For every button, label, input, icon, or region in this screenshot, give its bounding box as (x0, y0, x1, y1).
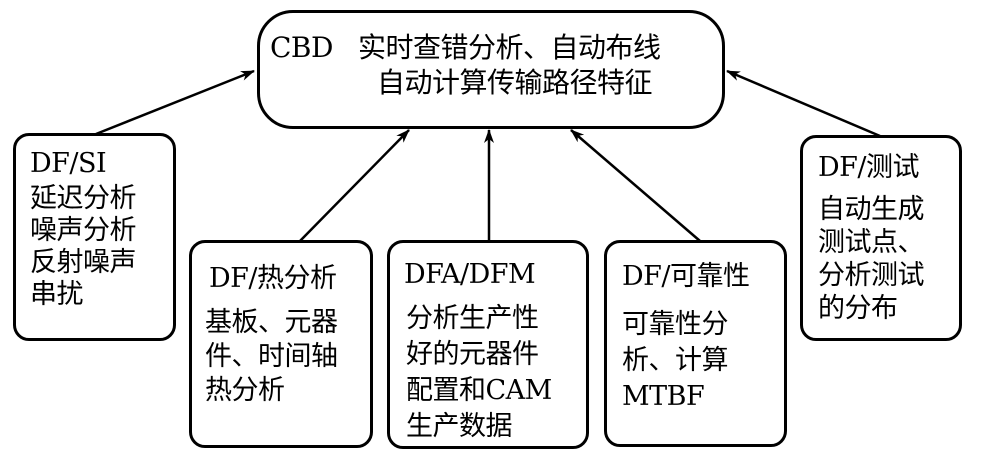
center-node-line-2: 自动计算传输路径特征 (377, 66, 653, 99)
arrow-si-to-center (95, 69, 255, 136)
node-df-si-title: DF/SI (30, 148, 107, 179)
arrow-reliability-to-center (570, 129, 701, 242)
node-df-si (13, 133, 176, 341)
arrow-thermal-to-center (299, 129, 410, 242)
node-df-thermal-line: 件、时间轴 (205, 341, 338, 372)
node-df-test-title: DF/测试 (818, 152, 919, 183)
node-df-thermal (189, 240, 373, 448)
node-df-thermal-line: 基板、元器 (205, 307, 338, 338)
node-df-reliability-title: DF/可靠性 (622, 261, 750, 292)
node-dfa-dfm-line: 好的元器件 (406, 339, 539, 370)
node-dfa-dfm-line: 配置和CAM (406, 375, 552, 406)
node-df-reliability-line: 析、计算 (622, 345, 729, 376)
node-df-si-line: 延迟分析 (30, 183, 137, 214)
node-df-si-line: 噪声分析 (30, 215, 137, 246)
node-dfa-dfm-title: DFA/DFM (404, 259, 536, 290)
node-df-test-line: 的分布 (818, 293, 898, 324)
node-df-thermal-title: DF/热分析 (209, 263, 337, 294)
node-df-test (800, 135, 962, 341)
node-df-test-line: 测试点、 (818, 227, 925, 258)
node-df-reliability-line: 可靠性分 (622, 309, 729, 340)
node-dfa-dfm-line: 生产数据 (406, 411, 513, 442)
node-dfa-dfm (387, 240, 589, 449)
node-df-test-line: 分析测试 (818, 260, 925, 291)
node-df-thermal-line: 热分析 (205, 375, 285, 406)
center-node-label: CBD (270, 31, 333, 64)
node-dfa-dfm-line: 分析生产性 (406, 303, 539, 334)
node-df-test-line: 自动生成 (818, 194, 925, 225)
arrow-test-to-center (726, 69, 881, 138)
center-node-cbd (257, 10, 725, 129)
node-df-si-line: 反射噪声 (30, 247, 137, 278)
node-df-reliability (604, 240, 787, 447)
node-df-reliability-line: MTBF (622, 381, 705, 412)
node-df-si-line: 串扰 (30, 279, 84, 310)
center-node-line-1: 实时查错分析、自动布线 (358, 31, 661, 64)
